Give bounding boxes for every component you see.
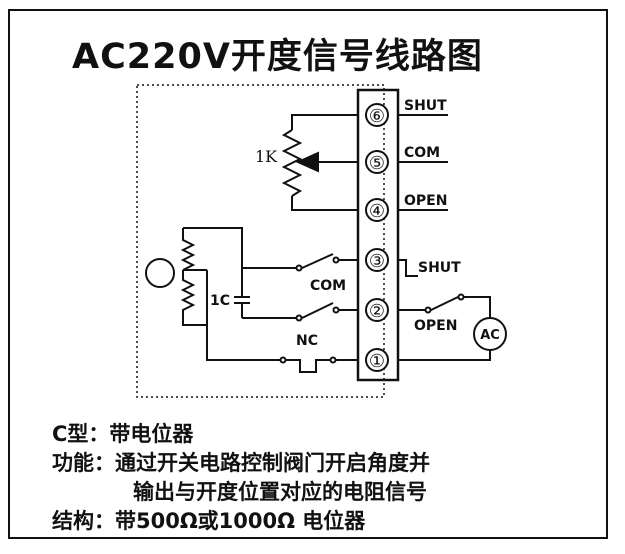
terminal-1: ①: [369, 351, 385, 372]
motor-symbol: [145, 258, 175, 288]
wire-pot-top: [291, 114, 358, 130]
label-ac-source: AC: [480, 328, 500, 343]
wire-ac-bottom: [398, 350, 491, 361]
diagram-title: AC220V开度信号线路图: [72, 37, 483, 77]
com-switch-blade: [301, 253, 334, 269]
label-pot-value: 1K: [255, 147, 278, 166]
terminal-block: [356, 88, 400, 382]
winding-1: [180, 228, 196, 271]
label-nc-switch: NC: [296, 333, 318, 349]
wire-terminal1: [206, 325, 280, 361]
label-shut-top: SHUT: [404, 98, 447, 114]
label-com-top: COM: [404, 145, 440, 161]
terminal-5: ⑤: [369, 153, 385, 174]
label-shut-mid: SHUT: [418, 260, 461, 276]
terminal-6: ⑥: [369, 106, 385, 127]
wire-ac-top: [464, 296, 491, 318]
open-switch-blade: [430, 296, 459, 311]
winding-2: [180, 270, 207, 326]
label-com-switch: COM: [310, 278, 346, 294]
terminal-2: ②: [369, 301, 385, 322]
nc-switch-blade: [301, 302, 334, 319]
terminal-4: ④: [369, 201, 385, 222]
label-capacitor: 1C: [210, 293, 230, 309]
actuator-enclosure: [136, 84, 385, 398]
wire-cap-top: [183, 227, 243, 292]
wire-pot-bottom: [291, 196, 358, 211]
wire-shut-mid: [398, 259, 418, 277]
potentiometer-resistor: [281, 129, 303, 197]
description-structure: 结构：带500Ω或1000Ω 电位器: [52, 509, 366, 533]
description-type: C型：带电位器: [52, 422, 194, 446]
terminal-3: ③: [369, 251, 385, 272]
label-open-mid: OPEN: [414, 318, 457, 334]
terminal-circles: [365, 103, 389, 372]
diagram-frame: [8, 9, 608, 539]
description-function: 功能：通过开关电路控制阀门开启角度并: [52, 451, 430, 475]
label-open-top: OPEN: [404, 193, 447, 209]
wiper-arrow: [295, 151, 319, 173]
limit-contact: [286, 359, 330, 373]
description-function-cont: 输出与开度位置对应的电阻信号: [133, 480, 427, 504]
